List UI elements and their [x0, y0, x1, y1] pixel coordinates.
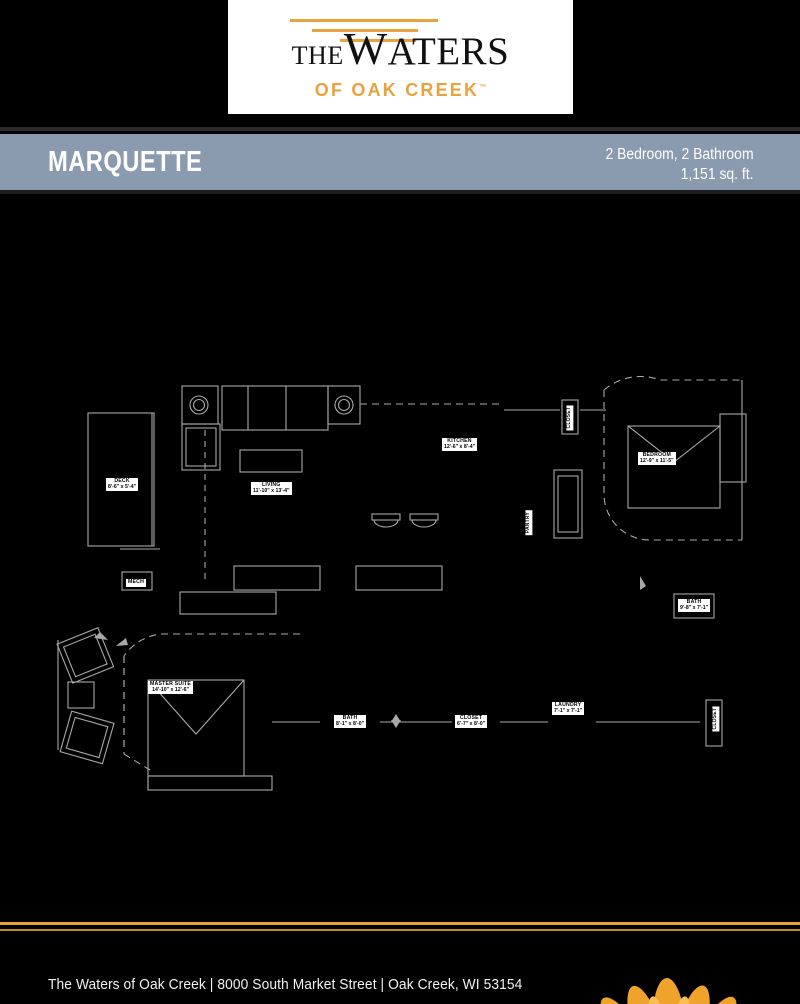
room-dimension: 8'-1" x 8'-0" [336, 720, 365, 727]
accent-rule-1 [290, 19, 438, 22]
room-name: CLOSET [566, 407, 572, 429]
floorplan-canvas: DECK 8'-6" x 5'-4" LIVING 11'-10" x 13'-… [0, 194, 800, 920]
room-label-laundry: LAUNDRY 7'-1" x 7'-1" [552, 702, 585, 716]
room-name: CLOSET [712, 708, 718, 730]
room-name: BEDROOM [642, 452, 672, 458]
floorplan-drawing [56, 375, 747, 791]
room-name: LIVING [262, 482, 281, 488]
unit-titlebar: MARQUETTE 2 Bedroom, 2 Bathroom 1,151 sq… [0, 134, 800, 190]
footer-accent-rule-top [0, 922, 800, 925]
accent-rule-2 [312, 29, 418, 32]
logo-subtitle-text: OF OAK CREEK [314, 80, 480, 100]
logo-word-the: THE [291, 41, 344, 70]
room-name: MASTER SUITE [150, 681, 192, 687]
footer-accent-rule-bottom [0, 929, 800, 931]
room-label-master-suite: MASTER SUITE 14'-10" x 12'-6" [148, 681, 194, 695]
room-label-closet-main: CLOSET 6'-7" x 8'-0" [455, 715, 488, 729]
room-name: MECH [128, 579, 145, 585]
room-label-pantry: PANTRY [525, 510, 533, 536]
room-name: BATH [686, 599, 702, 605]
room-name: LAUNDRY [554, 702, 582, 708]
room-dimension: 7'-1" x 7'-1" [554, 707, 583, 714]
trademark-icon: ™ [479, 84, 487, 91]
footer-address: The Waters of Oak Creek | 8000 South Mar… [48, 977, 523, 993]
room-name: KITCHEN [447, 438, 472, 444]
unit-summary: 2 Bedroom, 2 Bathroom 1,151 sq. ft. [606, 145, 754, 185]
room-label-closet-upper: CLOSET [566, 405, 574, 431]
logo-word-aters: ATERS [387, 30, 510, 73]
room-label-bath-master: BATH 9'-8" x 7'-1" [678, 599, 711, 613]
room-name: DECK [114, 478, 130, 484]
logo-word-w: W [343, 23, 388, 74]
room-dimension: 8'-6" x 5'-4" [108, 483, 137, 490]
room-label-deck: DECK 8'-6" x 5'-4" [106, 478, 139, 492]
room-label-mech: MECH [126, 579, 147, 587]
logo-band: THEWATERS OF OAK CREEK™ [0, 0, 800, 118]
logo-subtitle: OF OAK CREEK™ [228, 80, 573, 101]
room-label-bedroom: BEDROOM 12'-9" x 11'-5" [638, 452, 676, 466]
logo-accent-rules [228, 14, 573, 56]
room-dimension: 11'-10" x 13'-4" [253, 487, 290, 494]
room-dimension: 9'-8" x 7'-1" [680, 604, 709, 611]
room-dimension: 14'-10" x 12'-6" [152, 686, 189, 693]
flower-graphic-icon [600, 978, 737, 1004]
room-label-living: LIVING 11'-10" x 13'-4" [251, 482, 292, 496]
logo-card: THEWATERS OF OAK CREEK™ [228, 0, 573, 114]
accent-rule-3 [340, 39, 416, 42]
room-label-kitchen: KITCHEN 12'-6" x 8'-4" [442, 438, 478, 452]
room-dimension: 12'-6" x 8'-4" [444, 443, 476, 450]
room-label-bath-second: BATH 8'-1" x 8'-0" [334, 715, 367, 729]
logo-wordmark: THEWATERS [228, 22, 573, 75]
room-dimension: 12'-9" x 11'-5" [640, 457, 674, 464]
room-name: BATH [342, 715, 358, 721]
room-label-closet-lower: CLOSET [712, 706, 720, 732]
square-footage-text: 1,151 sq. ft. [681, 166, 754, 183]
room-dimension: 6'-7" x 8'-0" [457, 720, 486, 727]
divider-below-titlebar [0, 190, 800, 194]
beds-baths-text: 2 Bedroom, 2 Bathroom [605, 146, 754, 163]
room-name: PANTRY [525, 512, 531, 534]
divider-above-titlebar [0, 127, 800, 131]
room-name: CLOSET [459, 715, 483, 721]
page-footer: The Waters of Oak Creek | 8000 South Mar… [0, 920, 800, 1004]
plan-walls [56, 375, 747, 791]
page-title: MARQUETTE [48, 146, 203, 178]
